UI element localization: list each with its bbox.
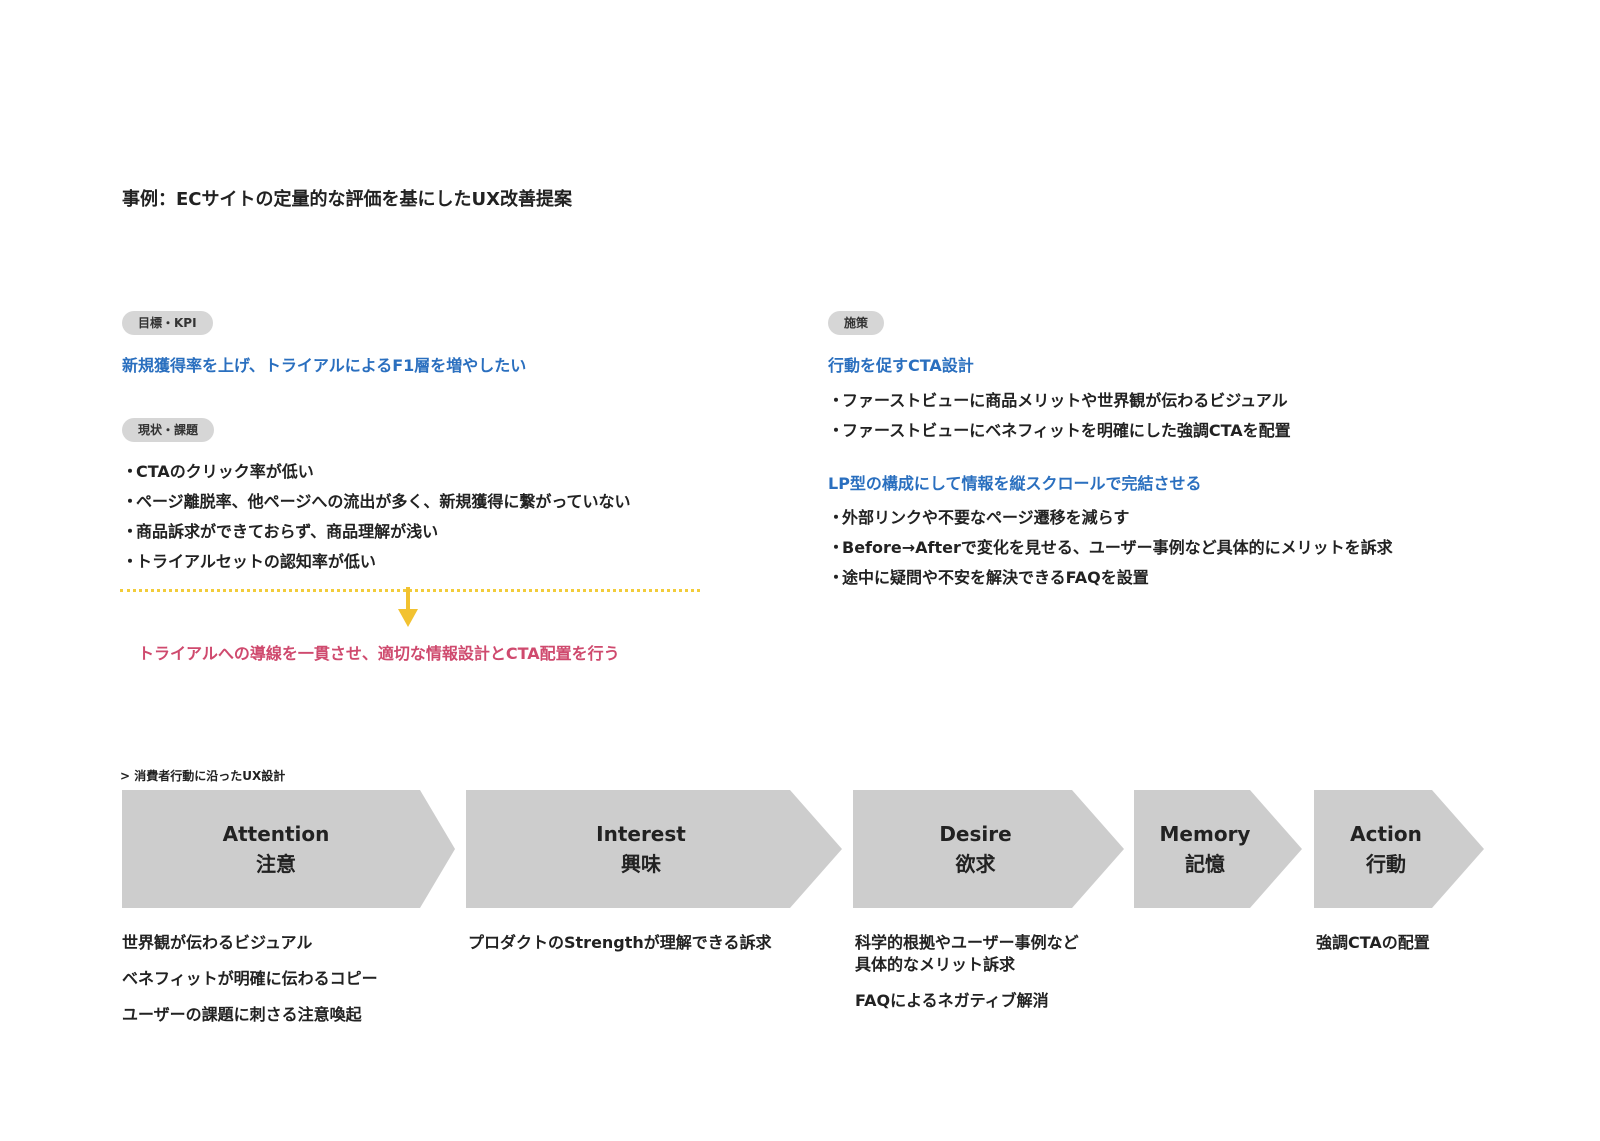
ux-chevrons <box>122 790 1484 908</box>
stage-interest: Interest 興味 <box>466 790 816 908</box>
goal-label: 目標・KPI <box>122 311 213 335</box>
list-item: 強調CTAの配置 <box>1316 933 1430 952</box>
measure-heading-cta: 行動を促すCTA設計 <box>828 356 974 375</box>
list-item: ・ファーストビューに商品メリットや世界観が伝わるビジュアル <box>828 391 1288 410</box>
current-issue-list: ・CTAのクリック率が低い ・ページ離脱率、他ページへの流出が多く、新規獲得に繋… <box>122 457 631 577</box>
list-item: ベネフィットが明確に伝わるコピー <box>122 969 378 988</box>
stage-jp: 記憶 <box>1185 852 1225 876</box>
chevron-desire <box>853 790 1124 908</box>
measure-list-lp: ・外部リンクや不要なページ遷移を減らす ・Before→Afterで変化を見せる… <box>828 503 1393 593</box>
list-item: ・商品訴求ができておらず、商品理解が浅い <box>122 522 439 541</box>
measure-heading-lp: LP型の構成にして情報を縦スクロールで完結させる <box>828 474 1202 493</box>
stage-en: Memory <box>1159 822 1251 846</box>
list-item: 世界観が伝わるビジュアル <box>122 933 313 952</box>
current-section: 現状・課題 <box>122 418 215 442</box>
chevron-action <box>1314 790 1484 908</box>
chevron-memory <box>1134 790 1302 908</box>
measure-list-cta: ・ファーストビューに商品メリットや世界観が伝わるビジュアル ・ファーストビューに… <box>828 386 1291 446</box>
current-label: 現状・課題 <box>122 418 215 442</box>
stage-jp: 欲求 <box>955 852 996 876</box>
stage-en: Action <box>1350 822 1422 846</box>
action-items: 強調CTAの配置 <box>1316 932 1430 968</box>
list-item: ・ページ離脱率、他ページへの流出が多く、新規獲得に繋がっていない <box>122 492 631 511</box>
list-item: ・ファーストビューにベネフィットを明確にした強調CTAを配置 <box>828 421 1291 440</box>
stage-en: Attention <box>222 822 330 846</box>
conclusion-text: トライアルへの導線を一貫させ、適切な情報設計とCTA配置を行う <box>138 644 620 663</box>
arrow-down-icon <box>398 587 418 627</box>
stage-jp: 行動 <box>1366 852 1406 876</box>
list-item: プロダクトのStrengthが理解できる訴求 <box>468 933 772 952</box>
list-item: ・CTAのクリック率が低い <box>122 462 314 481</box>
stage-attention: Attention 注意 <box>122 790 430 908</box>
interest-items: プロダクトのStrengthが理解できる訴求 <box>468 932 771 968</box>
list-item: ・外部リンクや不要なページ遷移を減らす <box>828 508 1130 527</box>
attention-items: 世界観が伝わるビジュアル ベネフィットが明確に伝わるコピー ユーザーの課題に刺さ… <box>122 932 378 1040</box>
list-item: ・Before→Afterで変化を見せる、ユーザー事例など具体的にメリットを訴求 <box>828 538 1393 557</box>
stage-desire: Desire 欲求 <box>853 790 1098 908</box>
stage-action: Action 行動 <box>1314 790 1458 908</box>
stage-jp: 興味 <box>621 852 661 876</box>
page-title: 事例：ECサイトの定量的な評価を基にしたUX改善提案 <box>122 189 572 210</box>
list-item: 科学的根拠やユーザー事例など 具体的なメリット訴求 <box>855 933 1079 974</box>
stage-memory: Memory 記憶 <box>1134 790 1276 908</box>
chevron-interest <box>466 790 842 908</box>
stage-en: Desire <box>939 822 1012 846</box>
list-item: FAQによるネガティブ解消 <box>855 991 1049 1010</box>
stage-en: Interest <box>596 822 686 846</box>
list-item: ユーザーの課題に刺さる注意喚起 <box>122 1005 362 1024</box>
measures-section: 施策 <box>828 311 885 335</box>
desire-items: 科学的根拠やユーザー事例など 具体的なメリット訴求 FAQによるネガティブ解消 <box>855 932 1079 1026</box>
ux-section-label: > 消費者行動に沿ったUX設計 <box>120 769 286 783</box>
measures-label: 施策 <box>828 311 885 335</box>
chevron-attention <box>122 790 455 908</box>
stage-jp: 注意 <box>256 852 296 876</box>
list-item: ・トライアルセットの認知率が低い <box>122 552 376 571</box>
ux-flow: Attention 注意 Interest 興味 Desire 欲求 Memor… <box>0 790 1600 908</box>
list-item: ・途中に疑問や不安を解決できるFAQを設置 <box>828 568 1149 587</box>
goal-section: 目標・KPI <box>122 311 213 335</box>
goal-text: 新規獲得率を上げ、トライアルによるF1層を増やしたい <box>122 356 527 375</box>
